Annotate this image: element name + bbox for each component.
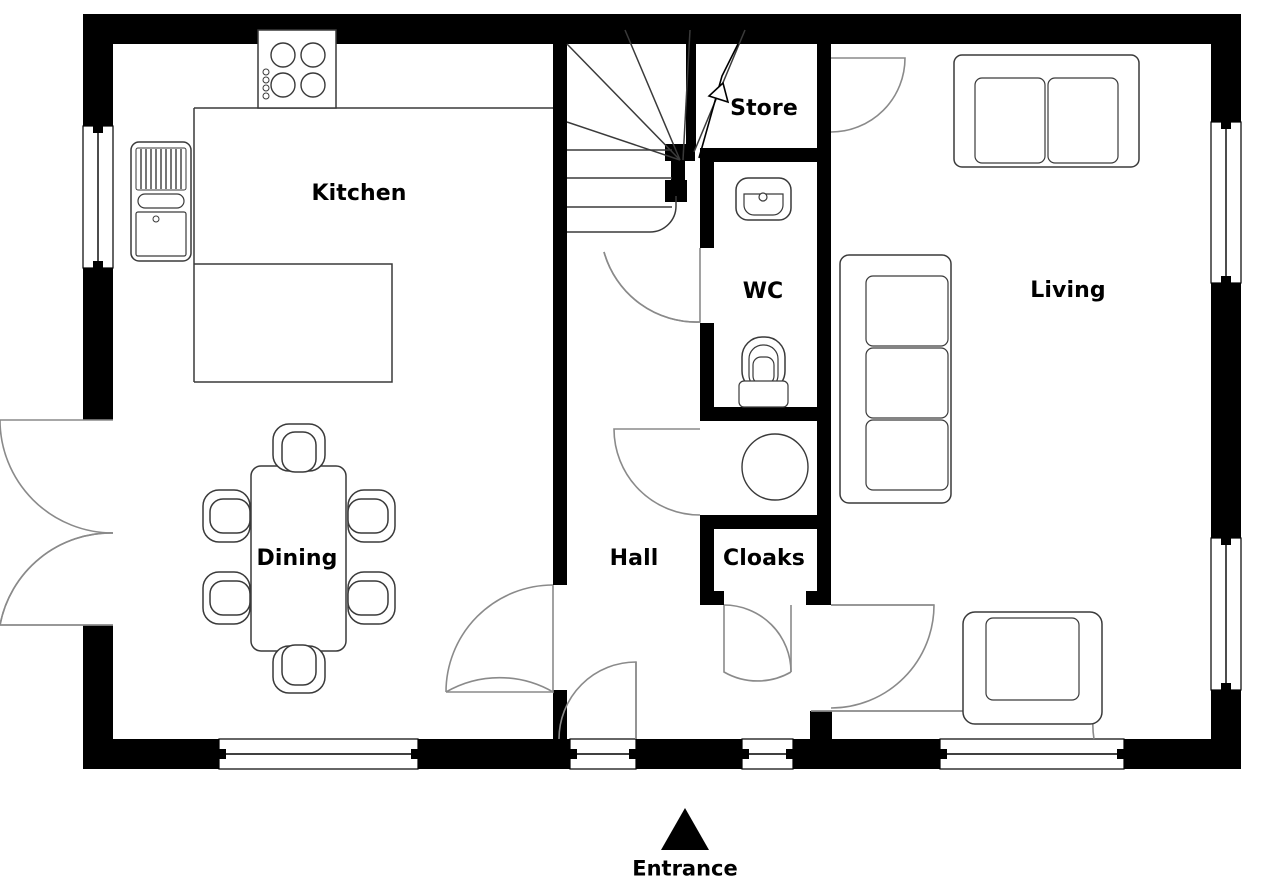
entrance-marker bbox=[661, 808, 709, 850]
door-hall-living-swing[interactable] bbox=[830, 604, 935, 709]
wall-wc-top bbox=[700, 148, 831, 162]
room-label-cloaks: Cloaks bbox=[723, 546, 805, 571]
french-doors-dining[interactable] bbox=[0, 419, 114, 626]
wc-fixtures bbox=[735, 177, 792, 408]
sofa-two-seat bbox=[953, 54, 1140, 168]
door-hall-dining-swing[interactable] bbox=[445, 585, 554, 694]
hall-round-table bbox=[741, 433, 809, 501]
room-label-dining: Dining bbox=[256, 546, 338, 571]
wall-wc-bottom bbox=[700, 407, 831, 421]
room-label-wc: WC bbox=[742, 279, 784, 304]
room-label-kitchen: Kitchen bbox=[311, 181, 407, 206]
dining-chair-top bbox=[272, 423, 326, 473]
wall-group bbox=[83, 14, 1241, 769]
wall-cloaks-left bbox=[700, 515, 714, 605]
sofa-three-seat bbox=[839, 254, 952, 504]
wall-exterior-bottom-seg4 bbox=[793, 739, 940, 769]
door-cloaks-swing[interactable] bbox=[723, 605, 792, 682]
window-bottom-living-left bbox=[741, 738, 794, 770]
hall-fixtures bbox=[741, 433, 809, 501]
window-bottom-hall bbox=[569, 738, 637, 770]
door-kitchen-hall-swing[interactable] bbox=[613, 428, 701, 516]
wall-cloaks-bottom-left bbox=[700, 591, 724, 605]
wall-exterior-left-upper bbox=[83, 14, 113, 126]
window-right-living-lower bbox=[1210, 537, 1242, 691]
dining-chair-left-upper bbox=[202, 489, 251, 543]
wall-exterior-left-middle bbox=[83, 268, 113, 420]
stair-winder-3 bbox=[624, 29, 681, 161]
wall-internal-spine bbox=[553, 30, 567, 585]
entrance-triangle-icon bbox=[661, 808, 709, 850]
wall-exterior-right-middle bbox=[1211, 283, 1241, 538]
window-bottom-living-right bbox=[939, 738, 1125, 770]
wall-wc-left-lower bbox=[700, 323, 714, 415]
stair-up-arrow bbox=[698, 43, 739, 159]
kitchen-worktop-lower bbox=[194, 263, 393, 383]
room-label-hall: Hall bbox=[609, 546, 659, 571]
dining-furniture bbox=[202, 423, 396, 694]
room-label-living: Living bbox=[1030, 278, 1106, 303]
sink-icon bbox=[130, 141, 192, 262]
wall-internal-hall-living bbox=[817, 30, 831, 142]
dining-chair-right-upper bbox=[347, 489, 396, 543]
dining-chair-bottom bbox=[272, 644, 326, 694]
window-bottom-dining bbox=[218, 738, 419, 770]
door-wc-leaf[interactable] bbox=[603, 251, 701, 323]
door-entrance-front-swing[interactable] bbox=[558, 661, 637, 740]
door-hall-dining-leaf[interactable] bbox=[445, 584, 554, 693]
room-label-store: Store bbox=[730, 96, 798, 121]
hob-icon bbox=[257, 29, 337, 109]
entrance-label: Entrance bbox=[632, 856, 738, 881]
stair-winder-1 bbox=[566, 121, 681, 161]
window-right-living-upper bbox=[1210, 121, 1242, 284]
wall-exterior-bottom-seg2 bbox=[418, 739, 570, 769]
wall-internal-hall-living-2 bbox=[817, 142, 831, 597]
wall-exterior-bottom-seg1 bbox=[83, 739, 219, 769]
wall-internal-spine-stub bbox=[553, 690, 567, 748]
wall-internal-living-bottom-stub bbox=[810, 711, 832, 741]
wall-exterior-bottom-seg3 bbox=[636, 739, 742, 769]
armchair bbox=[962, 611, 1103, 725]
door-store-swing[interactable] bbox=[830, 57, 906, 133]
stair-winder-2 bbox=[566, 43, 681, 161]
wall-exterior-top bbox=[83, 14, 1241, 44]
stair-up-arrow-head bbox=[707, 81, 730, 104]
door-cloaks-leaf[interactable] bbox=[723, 604, 792, 673]
stairs-winder bbox=[566, 29, 746, 233]
wall-cloaks-bottom-right bbox=[806, 591, 831, 605]
stair-wall-store-divider bbox=[686, 30, 696, 148]
wall-wc-left-upper bbox=[700, 148, 714, 248]
stair-newel-post-bottom bbox=[665, 180, 687, 202]
window-group bbox=[82, 121, 1242, 770]
living-furniture bbox=[839, 54, 1140, 725]
stair-bullnose bbox=[567, 196, 677, 233]
dining-chair-left-lower bbox=[202, 571, 251, 625]
window-left-kitchen bbox=[82, 125, 114, 269]
wall-cloaks-top bbox=[700, 515, 831, 529]
dining-chair-right-lower bbox=[347, 571, 396, 625]
kitchen-fixtures bbox=[130, 29, 553, 383]
toilet-icon bbox=[738, 336, 789, 408]
wall-exterior-bottom-seg5 bbox=[1124, 739, 1241, 769]
wash-basin-icon bbox=[735, 177, 792, 221]
stair-winder-4 bbox=[682, 29, 691, 161]
wall-exterior-right-upper bbox=[1211, 14, 1241, 122]
